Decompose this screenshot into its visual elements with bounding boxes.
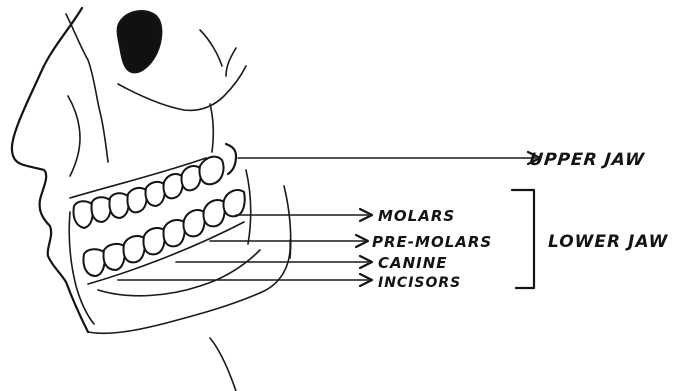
canine-label: CANINE — [378, 254, 448, 272]
upper-tooth — [181, 166, 200, 190]
upper-jaw-bracket — [226, 144, 236, 174]
lower-tooth — [184, 210, 205, 236]
upper-tooth — [200, 157, 224, 185]
upper-tooth — [109, 193, 128, 218]
pre-molars-label: PRE-MOLARS — [372, 233, 492, 251]
face-profile-outline — [12, 8, 88, 332]
lower-tooth — [164, 220, 185, 246]
neck-line — [210, 338, 236, 391]
upper-tooth — [91, 197, 110, 222]
skull-line — [66, 14, 108, 162]
lower-tooth — [204, 200, 225, 226]
upper-tooth — [73, 201, 92, 228]
lower-tooth — [144, 228, 165, 254]
ramus-outline — [246, 170, 291, 258]
nasal-bone — [68, 96, 80, 176]
lower-jaw-bracket — [512, 190, 534, 288]
lower-jaw-label: LOWER JAW — [548, 232, 669, 252]
maxilla-outline — [210, 104, 213, 152]
lower-tooth — [104, 244, 125, 270]
upper-tooth — [145, 182, 164, 206]
eye-socket — [118, 11, 162, 72]
lower-tooth — [84, 249, 105, 276]
lower-tooth — [124, 236, 145, 262]
zygomatic-arch — [200, 30, 236, 76]
lower-tooth — [224, 190, 245, 216]
upper-tooth — [127, 188, 146, 212]
molars-label: MOLARS — [378, 207, 455, 225]
incisors-label: INCISORS — [378, 275, 461, 291]
upper-tooth — [163, 174, 182, 198]
upper-jaw-label: UPPER JAW — [528, 150, 646, 170]
